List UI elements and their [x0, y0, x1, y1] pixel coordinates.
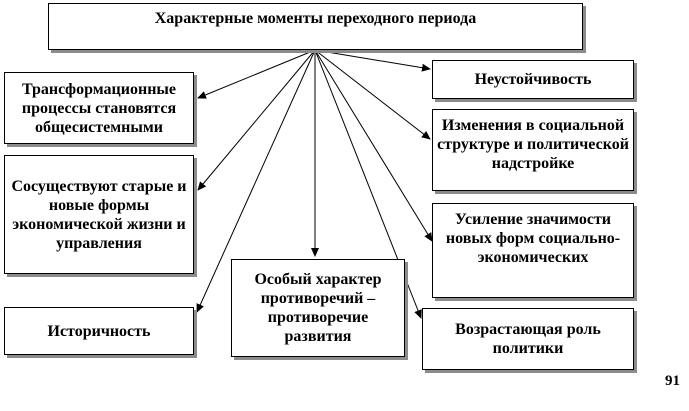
page-number: 91: [665, 373, 680, 389]
coexist-box: Сосуществуют старые и новые формы эконом…: [4, 155, 194, 274]
instability-label: Неустойчивость: [474, 71, 592, 88]
social-change-box: Изменения в социальной структуре и полит…: [432, 109, 634, 191]
arrow-to-social-change: [314, 49, 431, 140]
arrow-to-historicity: [196, 49, 316, 313]
contradiction-label: Особый характер противоречий – противоре…: [254, 271, 382, 345]
arrow-to-new-forms: [314, 49, 433, 242]
arrow-to-coexist: [197, 49, 316, 191]
new-forms-box: Усиление значимости новых форм социально…: [432, 203, 634, 298]
contradiction-box: Особый характер противоречий – противоре…: [231, 259, 405, 357]
historicity-box: Историчность: [4, 307, 194, 355]
instability-box: Неустойчивость: [432, 60, 634, 99]
politics-role-label: Возрастающая роль политики: [455, 321, 601, 357]
historicity-label: Историчность: [47, 322, 151, 340]
arrow-to-transformation: [197, 49, 316, 99]
transformation-label: Трансформационные процессы становятся об…: [21, 80, 177, 136]
title-box: Характерные моменты переходного периода: [48, 3, 583, 50]
transformation-box: Трансформационные процессы становятся об…: [4, 72, 194, 144]
politics-role-box: Возрастающая роль политики: [422, 308, 634, 370]
arrow-to-instability: [314, 49, 431, 72]
social-change-label: Изменения в социальной структуре и полит…: [437, 117, 629, 172]
diagram-title: Характерные моменты переходного периода: [154, 10, 477, 27]
coexist-label: Сосуществуют старые и новые формы эконом…: [11, 177, 187, 252]
new-forms-label: Усиление значимости новых форм социально…: [445, 211, 621, 266]
